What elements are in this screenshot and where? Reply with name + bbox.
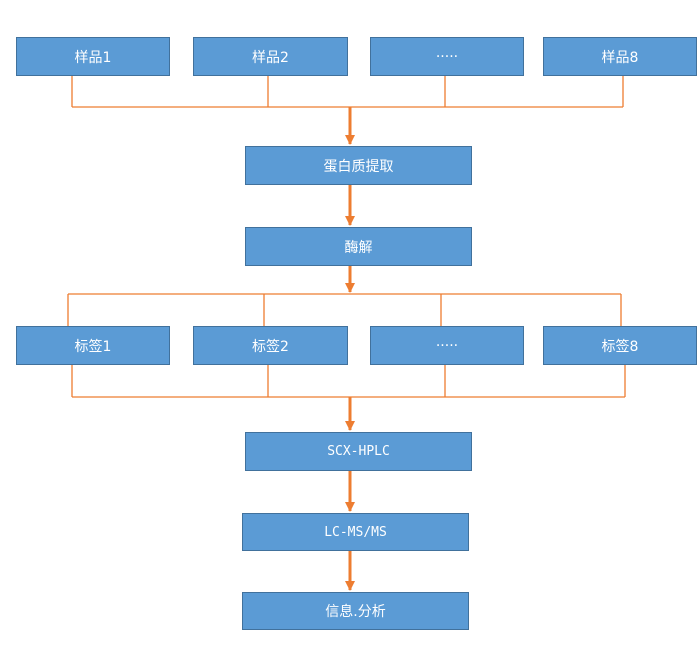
digestion-box: 酶解 [245, 227, 472, 266]
sample-ellipsis-label: ····· [435, 48, 459, 65]
sample-2-box: 样品2 [193, 37, 348, 76]
digestion-label: 酶解 [344, 239, 373, 256]
protein-extraction-box: 蛋白质提取 [245, 146, 472, 185]
sample-1-label: 样品1 [74, 49, 112, 66]
sample-1-box: 样品1 [16, 37, 170, 76]
label-2-box: 标签2 [193, 326, 348, 365]
sample-8-label: 样品8 [601, 49, 639, 66]
scx-hplc-label: SCX-HPLC [327, 444, 390, 459]
label-1-text: 标签1 [74, 338, 112, 355]
bioinformatics-box: 信息.分析 [242, 592, 469, 630]
protein-extraction-label: 蛋白质提取 [323, 158, 394, 175]
lc-ms-ms-label: LC-MS/MS [324, 524, 387, 540]
label-ellipsis-text: ····· [435, 337, 459, 354]
label-8-box: 标签8 [543, 326, 697, 365]
sample-2-label: 样品2 [252, 49, 289, 66]
label-ellipsis-box: ····· [370, 326, 524, 365]
label-8-text: 标签8 [601, 338, 639, 355]
sample-8-box: 样品8 [543, 37, 697, 76]
label-2-text: 标签2 [252, 338, 289, 355]
lc-ms-ms-box: LC-MS/MS [242, 513, 469, 551]
bioinformatics-label: 信息.分析 [325, 604, 386, 620]
scx-hplc-box: SCX-HPLC [245, 432, 472, 471]
label-1-box: 标签1 [16, 326, 170, 365]
sample-ellipsis-box: ····· [370, 37, 524, 76]
